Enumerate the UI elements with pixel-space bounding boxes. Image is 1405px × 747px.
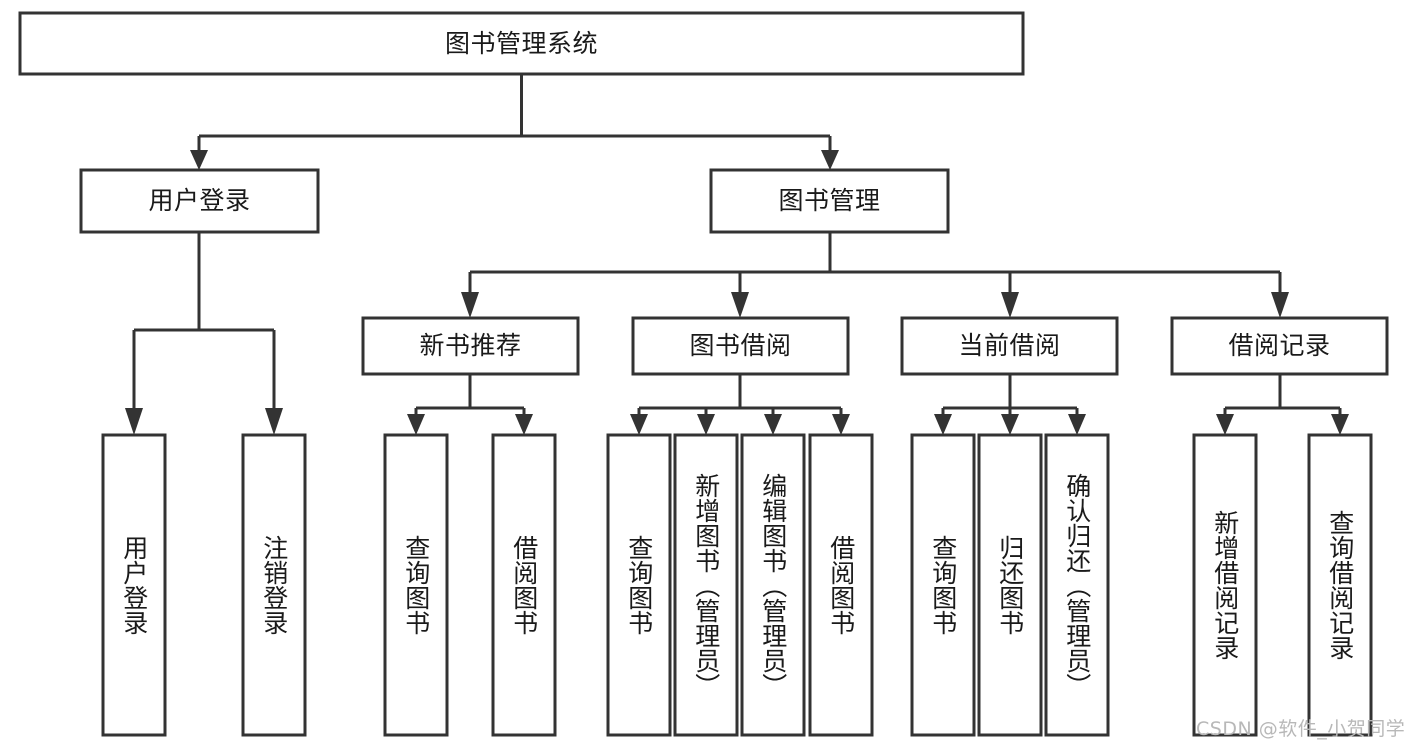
connector-root-to-level2 (190, 74, 839, 170)
node-user-login-box[interactable] (79, 168, 320, 234)
node-root-box[interactable] (18, 11, 1025, 76)
leaf-box-br-query[interactable] (1307, 433, 1373, 737)
csdn-watermark: CSDN @软件_小贺同学 (1196, 718, 1405, 740)
leaf-box-br-add[interactable] (1192, 433, 1258, 737)
connector-currentborrow-to-leaves (934, 374, 1086, 435)
leaf-box-cb-query[interactable] (910, 433, 976, 737)
leaf-box-nb-query[interactable] (383, 433, 449, 737)
connector-borrowrecord-to-leaves (1216, 374, 1349, 435)
leaf-box-logout[interactable] (241, 433, 307, 737)
node-new-book-recommend-box[interactable] (361, 316, 580, 376)
connector-bookborrow-to-leaves (630, 374, 850, 435)
leaf-box-nb-borrow[interactable] (491, 433, 557, 737)
connector-userlogin-to-leaves (125, 232, 283, 435)
leaf-box-bb-borrow[interactable] (808, 433, 874, 737)
leaf-box-bb-query[interactable] (606, 433, 672, 737)
node-borrow-record-box[interactable] (1170, 316, 1389, 376)
node-book-management-box[interactable] (709, 168, 950, 234)
connector-bookmgmt-to-level3 (461, 232, 1289, 318)
connector-newbook-to-leaves (407, 374, 533, 435)
leaf-box-user-login[interactable] (101, 433, 167, 737)
leaf-box-cb-confirm[interactable] (1044, 433, 1110, 737)
leaf-box-cb-return[interactable] (977, 433, 1043, 737)
leaf-box-bb-edit[interactable] (740, 433, 806, 737)
leaf-box-bb-add[interactable] (673, 433, 739, 737)
node-book-borrow-box[interactable] (631, 316, 850, 376)
node-current-borrow-box[interactable] (900, 316, 1119, 376)
